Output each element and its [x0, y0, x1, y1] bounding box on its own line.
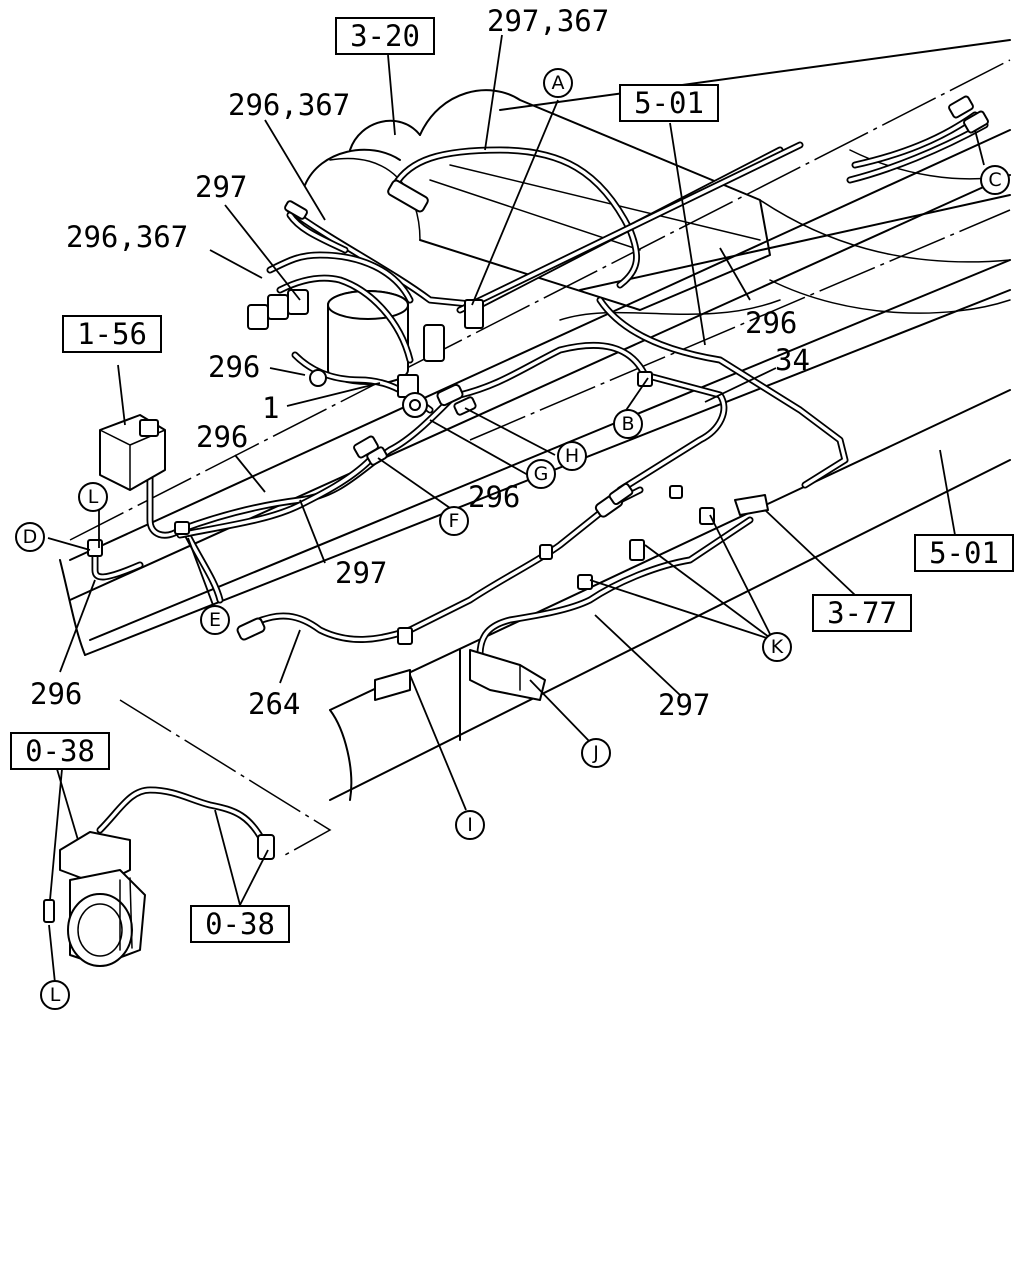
reference-box-1-56-text: 1-56: [77, 317, 147, 351]
marker-A: A: [543, 68, 573, 98]
part-label-296-left: 296: [208, 350, 260, 384]
reference-box-0-38-top: 0-38: [10, 732, 110, 770]
marker-F: F: [439, 506, 469, 536]
reference-box-3-20: 3-20: [335, 17, 435, 55]
marker-K: K: [762, 632, 792, 662]
reference-box-1-56: 1-56: [62, 315, 162, 353]
part-label-296-mid-left: 296: [196, 420, 248, 454]
reference-box-5-01-right: 5-01: [914, 534, 1014, 572]
svg-text:F: F: [449, 510, 460, 532]
marker-J: J: [581, 738, 611, 768]
air-tank: [304, 89, 771, 385]
reference-box-0-38-bottom-text: 0-38: [205, 907, 275, 941]
part-label-1: 1: [262, 391, 279, 425]
marker-D: D: [15, 522, 45, 552]
leader-lines: [47, 34, 985, 984]
brake-lines: [91, 111, 989, 659]
svg-text:L: L: [50, 984, 61, 1006]
marker-L-top: L: [78, 482, 108, 512]
marker-G: G: [526, 459, 556, 489]
svg-text:K: K: [771, 636, 784, 658]
svg-text:I: I: [467, 814, 473, 836]
marker-E: E: [200, 605, 230, 635]
svg-text:A: A: [552, 72, 565, 94]
part-label-296-bottom-left: 296: [30, 677, 82, 711]
reference-box-3-77: 3-77: [812, 594, 912, 632]
marker-B: B: [613, 409, 643, 439]
marker-C: C: [980, 165, 1010, 195]
part-label-297-upper: 297: [195, 170, 247, 204]
svg-text:G: G: [534, 463, 549, 485]
marker-L-bottom: L: [40, 980, 70, 1010]
part-label-296-center: 296: [468, 480, 520, 514]
part-label-297-center: 297: [335, 556, 387, 590]
reference-box-0-38-bottom: 0-38: [190, 905, 290, 943]
marker-I: I: [455, 810, 485, 840]
svg-text:H: H: [565, 445, 579, 467]
marker-H: H: [557, 441, 587, 471]
part-label-296-367-lower: 296,367: [66, 220, 188, 254]
reference-box-0-38-top-text: 0-38: [25, 734, 95, 768]
reference-box-5-01-right-text: 5-01: [929, 536, 999, 570]
svg-text:D: D: [23, 526, 38, 548]
svg-text:J: J: [592, 742, 599, 764]
part-labels: 297,367 296,367 297 296,367 296 1 296 29…: [30, 4, 810, 722]
part-label-34: 34: [775, 343, 810, 377]
part-label-264: 264: [248, 687, 300, 721]
air-compressor: [43, 699, 332, 967]
reference-box-3-77-text: 3-77: [827, 596, 897, 630]
reference-box-3-20-text: 3-20: [350, 19, 420, 53]
part-label-297-right: 297: [658, 688, 710, 722]
fittings: [87, 95, 989, 701]
circle-markers: A B C D E F G H I J K L L: [15, 68, 1010, 1010]
reference-box-5-01-top-text: 5-01: [634, 86, 704, 120]
svg-text:L: L: [88, 486, 99, 508]
part-label-296-367-upper: 296,367: [228, 88, 350, 122]
svg-text:B: B: [621, 413, 634, 435]
part-label-296-right: 296: [745, 306, 797, 340]
reference-box-5-01-top: 5-01: [619, 84, 719, 122]
part-label-297-367: 297,367: [487, 4, 609, 38]
svg-text:E: E: [209, 609, 221, 631]
svg-text:C: C: [988, 169, 1001, 191]
